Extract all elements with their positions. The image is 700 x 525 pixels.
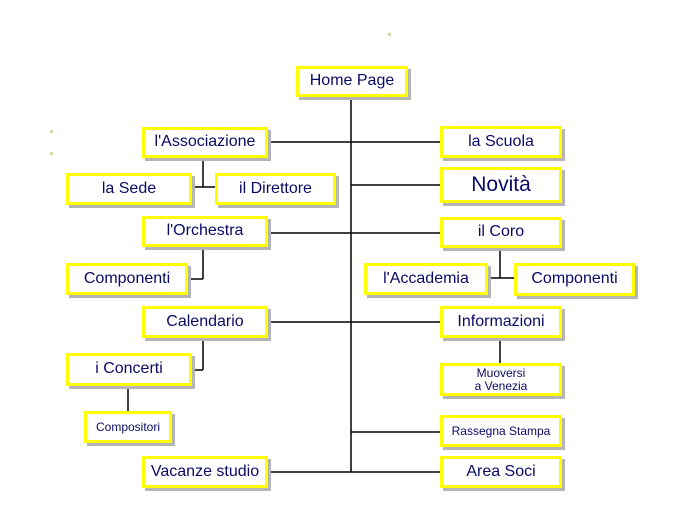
node-informazioni-label: Informazioni xyxy=(457,312,545,330)
node-direttore-label: il Direttore xyxy=(239,179,312,197)
node-area-soci-label: Area Soci xyxy=(466,462,536,480)
node-vacanze-label: Vacanze studio xyxy=(150,462,260,480)
node-muoversi-line1: Muoversi xyxy=(476,365,526,380)
node-rassegna[interactable]: Rassegna Stampa xyxy=(440,415,562,447)
node-home-page-label: Home Page xyxy=(309,72,395,90)
node-concerti-label: i Concerti xyxy=(95,360,163,378)
node-orchestra[interactable]: l'Orchestra xyxy=(142,216,268,247)
node-componenti-right-label: Componenti xyxy=(531,270,618,288)
node-sede[interactable]: la Sede xyxy=(66,173,192,205)
node-sede-label: la Sede xyxy=(101,179,157,197)
node-compositori[interactable]: Compositori xyxy=(84,411,172,443)
node-muoversi-line2: a Venezia xyxy=(474,378,528,393)
node-direttore[interactable]: il Direttore xyxy=(215,173,336,205)
node-area-soci[interactable]: Area Soci xyxy=(440,456,562,488)
node-scuola-label: la Scuola xyxy=(468,132,534,150)
node-associazione-label: l'Associazione xyxy=(154,133,256,151)
node-calendario[interactable]: Calendario xyxy=(142,306,268,338)
node-componenti-left[interactable]: Componenti xyxy=(66,263,188,295)
node-orchestra-label: l'Orchestra xyxy=(166,222,244,240)
stray-mark xyxy=(50,130,53,133)
node-informazioni[interactable]: Informazioni xyxy=(440,306,562,338)
node-accademia-label: l'Accademia xyxy=(383,269,469,287)
node-componenti-left-label: Componenti xyxy=(83,269,171,287)
node-associazione[interactable]: l'Associazione xyxy=(142,127,268,158)
node-calendario-label: Calendario xyxy=(166,312,244,330)
node-concerti[interactable]: i Concerti xyxy=(66,353,192,386)
node-coro-label: il Coro xyxy=(477,223,525,241)
node-rassegna-label: Rassegna Stampa xyxy=(451,423,551,438)
node-scuola[interactable]: la Scuola xyxy=(440,126,562,158)
stray-mark xyxy=(388,33,391,36)
node-vacanze[interactable]: Vacanze studio xyxy=(142,456,268,488)
node-compositori-label: Compositori xyxy=(95,419,161,434)
node-accademia[interactable]: l'Accademia xyxy=(364,263,488,295)
node-componenti-right[interactable]: Componenti xyxy=(514,263,635,296)
stray-mark xyxy=(50,152,53,155)
node-novita[interactable]: Novità xyxy=(440,167,562,203)
node-coro[interactable]: il Coro xyxy=(440,217,562,248)
node-home-page[interactable]: Home Page xyxy=(296,66,408,97)
node-muoversi[interactable]: Muoversi a Venezia xyxy=(440,363,562,396)
node-novita-label: Novità xyxy=(471,172,531,196)
